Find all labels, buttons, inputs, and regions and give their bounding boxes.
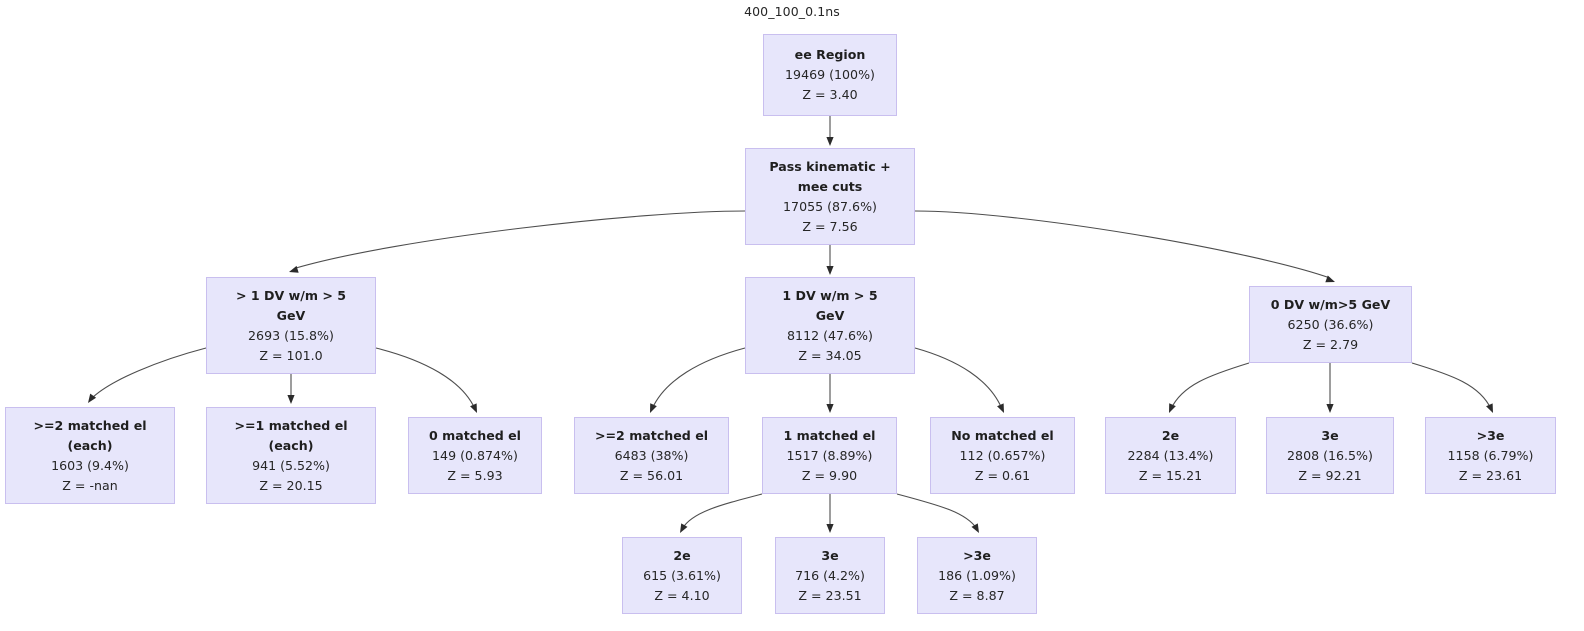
node-label: 2e (673, 547, 691, 563)
node-label: 1 DV w/m > 5 GeV (782, 287, 878, 323)
page-title: 400_100_0.1ns (744, 4, 840, 19)
node-label: Pass kinematic + mee cuts (769, 158, 891, 194)
node-count: 1603 (9.4%) (51, 457, 129, 473)
node-count: 1158 (6.79%) (1447, 447, 1534, 463)
node-count: 615 (3.61%) (643, 567, 721, 583)
edge-one-matched-el-to-two-e-one-matched (681, 493, 763, 530)
arrowhead-icon (826, 266, 834, 275)
node-pass-kinematic-mee-cuts[interactable]: Pass kinematic + mee cuts 17055 (87.6%) Z … (745, 148, 915, 245)
node-zero-dv-wm-gt5-gev[interactable]: 0 DV w/m>5 GeV 6250 (36.6%) Z = 2.79 (1249, 286, 1412, 363)
node-gt3-e-one-matched[interactable]: >3e 186 (1.09%) Z = 8.87 (917, 537, 1037, 614)
node-three-e-zero-dv[interactable]: 3e 2808 (16.5%) Z = 92.21 (1266, 417, 1394, 494)
node-label: > 1 DV w/m > 5 GeV (235, 287, 347, 323)
node-label: 3e (821, 547, 839, 563)
arrowhead-icon (680, 523, 688, 533)
node-significance: Z = 15.21 (1138, 467, 1203, 483)
node-label: 2e (1161, 427, 1180, 443)
arrowhead-icon (289, 265, 299, 273)
arrowhead-icon (1325, 275, 1335, 283)
node-gt3-e-zero-dv[interactable]: >3e 1158 (6.79%) Z = 23.61 (1425, 417, 1556, 494)
node-significance: Z = -nan (62, 477, 118, 493)
edge-pass-kinematic-mee-cuts-to-zero-dv-wm-gt5-gev (914, 210, 1331, 279)
node-one-dv-wm-gt5-gev[interactable]: 1 DV w/m > 5 GeV 8112 (47.6%) Z = 34.05 (745, 277, 915, 374)
edge-gt1-dv-wm-gt5-gev-to-ge2-matched-el-each (90, 347, 207, 400)
edge-one-matched-el-to-gt3-e-one-matched (896, 493, 978, 530)
node-count: 2284 (13.4%) (1127, 447, 1214, 463)
arrowhead-icon (470, 403, 477, 413)
node-label: 3e (1321, 427, 1339, 443)
node-count: 112 (0.657%) (959, 447, 1046, 463)
node-significance: Z = 4.10 (654, 587, 710, 603)
edge-zero-dv-wm-gt5-gev-to-two-e-zero-dv (1170, 362, 1250, 410)
arrowhead-icon (1326, 404, 1334, 413)
node-significance: Z = 101.0 (259, 347, 323, 363)
arrowhead-icon (1169, 403, 1176, 413)
node-count: 8112 (47.6%) (787, 327, 873, 343)
node-label: No matched el (951, 427, 1054, 443)
node-count: 2693 (15.8%) (248, 327, 334, 343)
arrowhead-icon (826, 524, 834, 533)
node-significance: Z = 7.56 (802, 218, 858, 234)
arrowhead-icon (1486, 403, 1493, 413)
node-label: ee Region (794, 47, 866, 62)
node-significance: Z = 9.90 (801, 467, 858, 483)
arrowhead-icon (826, 137, 834, 146)
node-label: 1 matched el (783, 427, 876, 443)
node-count: 2808 (16.5%) (1287, 447, 1373, 463)
node-count: 941 (5.52%) (252, 457, 330, 473)
arrowhead-icon (971, 523, 979, 533)
node-label: >3e (1476, 427, 1505, 443)
arrowhead-icon (287, 395, 295, 404)
node-significance: Z = 20.15 (259, 477, 323, 493)
node-significance: Z = 56.01 (619, 467, 684, 483)
node-two-e-one-matched[interactable]: 2e 615 (3.61%) Z = 4.10 (622, 537, 742, 614)
node-count: 716 (4.2%) (795, 567, 865, 583)
arrowhead-icon (997, 403, 1004, 413)
node-count: 1517 (8.89%) (786, 447, 873, 463)
node-label: >=1 matched el (each) (234, 417, 348, 453)
edge-gt1-dv-wm-gt5-gev-to-zero-matched-el (375, 347, 476, 410)
node-significance: Z = 0.61 (974, 467, 1031, 483)
edge-one-dv-wm-gt5-gev-to-ge2-matched-el (651, 347, 746, 410)
node-significance: Z = 8.87 (949, 587, 1005, 603)
node-no-matched-el[interactable]: No matched el 112 (0.657%) Z = 0.61 (930, 417, 1075, 494)
node-count: 6250 (36.6%) (1287, 316, 1374, 332)
arrowhead-icon (650, 403, 657, 413)
node-label: >=2 matched el (594, 427, 709, 443)
node-count: 149 (0.874%) (432, 447, 518, 463)
node-label: 0 DV w/m>5 GeV (1270, 296, 1391, 312)
edge-one-dv-wm-gt5-gev-to-no-matched-el (914, 347, 1003, 410)
arrowhead-icon (826, 404, 834, 413)
node-significance: Z = 5.93 (447, 467, 503, 483)
node-two-e-zero-dv[interactable]: 2e 2284 (13.4%) Z = 15.21 (1105, 417, 1236, 494)
node-ge2-matched-el[interactable]: >=2 matched el 6483 (38%) Z = 56.01 (574, 417, 729, 494)
node-significance: Z = 2.79 (1302, 336, 1359, 352)
node-ee-region[interactable]: ee Region 19469 (100%) Z = 3.40 (763, 34, 897, 116)
node-significance: Z = 3.40 (802, 87, 858, 102)
node-significance: Z = 23.61 (1458, 467, 1523, 483)
node-zero-matched-el[interactable]: 0 matched el 149 (0.874%) Z = 5.93 (408, 417, 542, 494)
node-ge1-matched-el-each[interactable]: >=1 matched el (each) 941 (5.52%) Z = 20.1… (206, 407, 376, 504)
node-significance: Z = 34.05 (798, 347, 862, 363)
node-ge2-matched-el-each[interactable]: >=2 matched el (each) 1603 (9.4%) Z = -nan (5, 407, 175, 504)
node-label: 0 matched el (428, 427, 522, 443)
node-label: >=2 matched el (each) (33, 417, 147, 453)
edge-pass-kinematic-mee-cuts-to-gt1-dv-wm-gt5-gev (295, 210, 746, 269)
node-three-e-one-matched[interactable]: 3e 716 (4.2%) Z = 23.51 (775, 537, 885, 614)
arrowhead-icon (88, 393, 97, 403)
node-significance: Z = 92.21 (1298, 467, 1362, 483)
node-significance: Z = 23.51 (798, 587, 862, 603)
node-gt1-dv-wm-gt5-gev[interactable]: > 1 DV w/m > 5 GeV 2693 (15.8%) Z = 101.0 (206, 277, 376, 374)
node-count: 17055 (87.6%) (783, 198, 877, 214)
node-label: >3e (963, 547, 991, 563)
node-count: 186 (1.09%) (938, 567, 1016, 583)
node-count: 6483 (38%) (614, 447, 689, 463)
node-one-matched-el[interactable]: 1 matched el 1517 (8.89%) Z = 9.90 (762, 417, 897, 494)
edge-zero-dv-wm-gt5-gev-to-gt3-e-zero-dv (1411, 362, 1492, 410)
node-count: 19469 (100%) (785, 67, 875, 82)
